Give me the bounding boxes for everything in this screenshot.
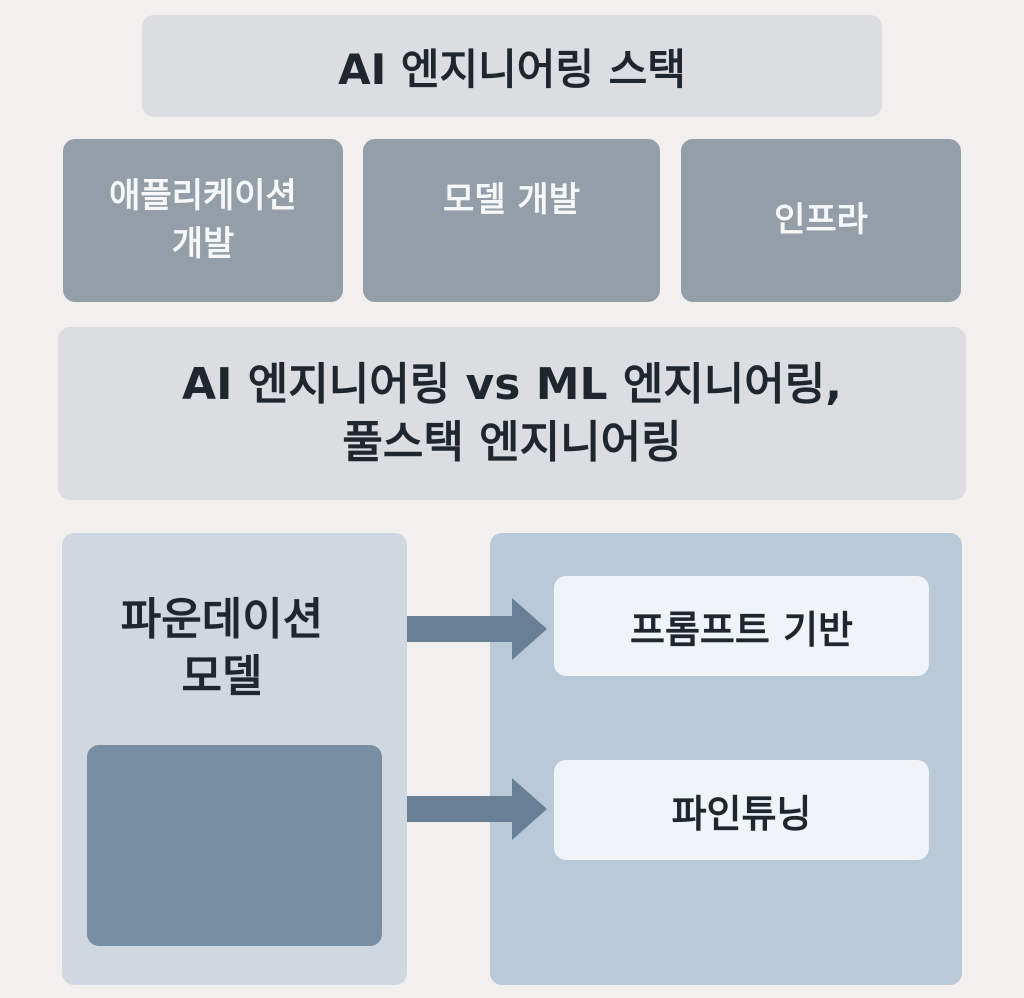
foundation-model-label: 파운데이션 모델 (62, 591, 382, 705)
arrow-right-icon (407, 778, 547, 840)
stack-layer-application-line1: 애플리케이션 (109, 175, 297, 216)
stack-layer-model: 모델 개발 (363, 139, 660, 302)
comparison-heading-line2: 풀스택 엔지니어링 (342, 416, 682, 468)
stack-layer-infrastructure: 인프라 (681, 139, 961, 302)
comparison-heading-line1: AI 엔지니어링 vs ML 엔지니어링, (182, 359, 842, 411)
stack-layer-model-label: 모델 개발 (443, 180, 580, 220)
foundation-model-block (87, 745, 382, 946)
diagram-title: AI 엔지니어링 스택 (142, 15, 882, 117)
stack-layer-application-line2: 개발 (171, 223, 235, 264)
diagram-title-text: AI 엔지니어링 스택 (338, 44, 686, 94)
comparison-heading: AI 엔지니어링 vs ML 엔지니어링, 풀스택 엔지니어링 (58, 327, 966, 500)
method-finetuning-label: 파인튜닝 (671, 791, 812, 836)
method-prompt-based-label: 프롬프트 기반 (630, 607, 853, 652)
foundation-model-label-line1: 파운데이션 (120, 594, 324, 645)
method-finetuning: 파인튜닝 (554, 760, 929, 860)
stack-layer-application: 애플리케이션 개발 (63, 139, 343, 302)
stack-layer-infrastructure-label: 인프라 (774, 199, 868, 240)
foundation-model-label-line2: 모델 (181, 651, 263, 703)
arrow-right-icon (407, 598, 547, 660)
stack-layer-application-label: 애플리케이션 개발 (109, 173, 297, 268)
method-prompt-based: 프롬프트 기반 (554, 576, 929, 676)
